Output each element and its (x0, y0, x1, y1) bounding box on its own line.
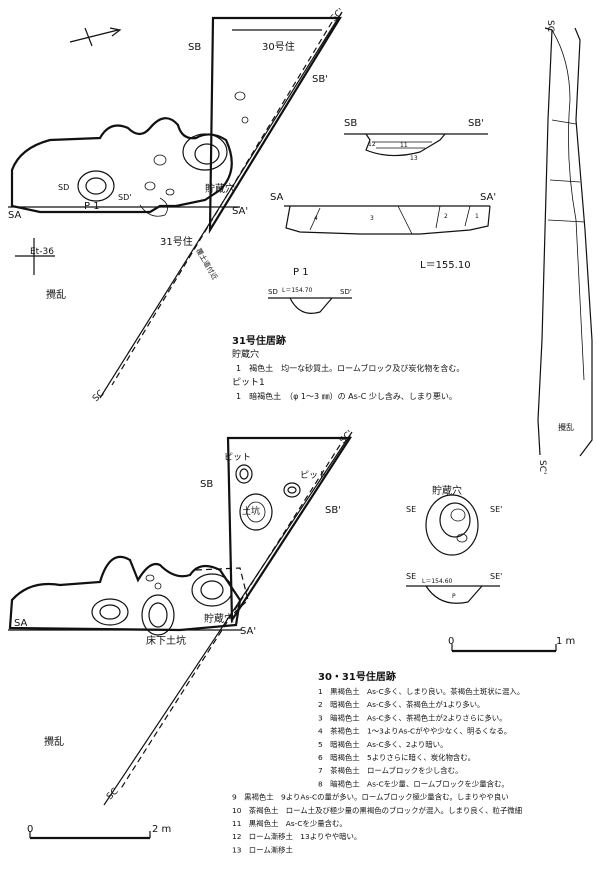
bottom-plan: SC' SC SB SB' ピット ピット 土坑 貯蔵穴 SA SA' 床下土坑… (8, 429, 355, 806)
legend-31: 31号住居跡 貯蔵穴 1 褐色土 均一な砂質土。ロームブロック及び炭化物を含む。… (232, 334, 464, 401)
bottom-label-storage: 貯蔵穴 (204, 612, 234, 625)
storage-detail-se-prime: SE' (490, 505, 502, 514)
legend-30-31-title: 30・31号住居跡 (318, 670, 396, 683)
label-p1: P 1 (84, 201, 100, 212)
legend-30-31-line: 8 暗褐色土 As-Cを少量、ロームブロックを少量含む。 (318, 779, 509, 788)
legend-30-31-line: 10 茶褐色土 ローム土及び極少量の黒褐色のブロックが混入。しまり良く、粒子微細 (232, 806, 522, 815)
svg-text:12: 12 (368, 141, 376, 148)
label-ditch: 覆土道付近 (194, 247, 219, 282)
storage-detail-se-2: SE (406, 572, 416, 581)
scale-2m-zero: 0 (27, 824, 33, 835)
north-arrow (69, 27, 122, 47)
legend-30-31-line: 13 ローム漸移土 (232, 845, 293, 854)
legend-30-31-line: 1 黒褐色土 As-C多く、しまり良い。茶褐色土斑状に混入。 (318, 687, 524, 696)
label-sb-prime: SB' (312, 74, 328, 85)
section-level: L＝155.10 (420, 260, 471, 271)
bottom-label-pit-1: ピット (224, 452, 251, 463)
legend-31-pit-head: ピット1 (232, 377, 265, 388)
label-sa-prime: SA' (232, 206, 248, 217)
section-label-sb: SB (344, 118, 357, 129)
label-sd-prime: SD' (118, 193, 131, 202)
legend-30-31-line: 2 暗褐色土 As-C多く、茶褐色土が1より多い。 (318, 700, 484, 709)
svg-text:13: 13 (410, 155, 418, 162)
svg-text:2: 2 (444, 213, 448, 220)
legend-30-31-line: 7 茶褐色土 ロームブロックを少し含む。 (318, 766, 462, 775)
bottom-label-sc-prime: SC' (338, 429, 355, 446)
label-house-30: 30号住 (262, 40, 295, 53)
dwelling-31-outline (10, 117, 233, 214)
svg-text:3: 3 (370, 215, 374, 222)
bottom-label-sa-prime: SA' (240, 626, 256, 637)
scale-1m-zero: 0 (448, 636, 454, 647)
legend-30-31-line: 5 暗褐色土 As-C多く、2より暗い。 (318, 740, 447, 749)
bottom-dwelling-wedge (226, 436, 353, 624)
label-sc-prime: SC' (329, 7, 346, 24)
scale-1m-end: 1 m (556, 636, 575, 647)
label-sa: SA (8, 210, 22, 221)
storage-detail-se: SE (406, 505, 416, 514)
label-grid: Et-36 (30, 247, 54, 257)
p1-label-sd-prime: SD' (340, 288, 352, 296)
scale-bar-2m: 0 2 m (27, 824, 171, 840)
bottom-label-pit-2: ピット (300, 470, 327, 481)
legend-30-31-line: 9 黒褐色土 9よりAs-Cの量が多い。ロームブロック極少量含む。しまりやや良い (232, 793, 509, 802)
legend-30-31-line: 12 ローム漸移土 13よりやや暗い。 (232, 832, 361, 841)
scale-bar-1m: 0 1 m (448, 636, 575, 653)
p1-title: P 1 (293, 267, 309, 278)
bottom-label-sb-prime: SB' (325, 505, 341, 516)
section-label-sa: SA (270, 192, 284, 203)
legend-31-pit-line: 1 暗褐色土 （φ 1～3 ㎜）の As-C 少し含み、しまり悪い。 (236, 391, 457, 401)
label-storage-pit: 貯蔵穴 (205, 182, 235, 195)
bottom-label-disturb: 攪乱 (44, 735, 64, 748)
label-sd: SD (58, 183, 69, 192)
legend-31-title: 31号住居跡 (232, 334, 286, 347)
p1-label-sd: SD (268, 288, 278, 296)
label-house-31: 31号住 (160, 235, 193, 248)
svg-text:4: 4 (314, 215, 318, 222)
storage-detail-level: L＝154.60 (422, 578, 453, 585)
right-label-sc-prime: SC' (537, 460, 547, 474)
svg-text:11: 11 (400, 142, 408, 149)
dwelling-30-outline (208, 16, 342, 234)
label-sb: SB (188, 42, 201, 53)
storage-detail-se-prime-2: SE' (490, 572, 502, 581)
storage-detail-title: 貯蔵穴 (432, 484, 462, 497)
bottom-label-dokou: 土坑 (242, 505, 260, 517)
label-disturb-top: 攪乱 (46, 288, 66, 301)
svg-text:1: 1 (475, 213, 479, 220)
legend-30-31: 30・31号住居跡 1 黒褐色土 As-C多く、しまり良い。茶褐色土斑状に混入。… (232, 670, 524, 854)
section-label-sa-prime: SA' (480, 192, 496, 203)
legend-30-31-line: 6 暗褐色土 5よりさらに暗く、炭化物含む。 (318, 753, 475, 762)
label-disturb-right: 攪乱 (558, 422, 574, 432)
legend-30-31-line: 11 黒褐色土 As-Cを少量含む。 (232, 819, 347, 828)
bottom-label-yukashita: 床下土坑 (146, 634, 186, 647)
p1-level: L＝154.70 (282, 287, 313, 294)
storage-detail-p: P (452, 593, 456, 600)
section-label-sb-prime: SB' (468, 118, 484, 129)
bottom-label-sa: SA (14, 618, 28, 629)
section-drawings: SB SB' 12 11 13 SA SA' 4 3 2 1 L＝155.10 … (268, 118, 496, 314)
legend-30-31-line: 3 暗褐色土 As-C多く、茶褐色土が2よりさらに多い。 (318, 713, 507, 722)
legend-30-31-line: 4 茶褐色土 1～3よりAs-Cがやや少なく、明るくなる。 (318, 727, 511, 736)
right-long-section: SC SC' 攪乱 (537, 20, 593, 474)
legend-31-storage-line: 1 褐色土 均一な砂質土。ロームブロック及び炭化物を含む。 (236, 363, 464, 373)
legend-31-storage-head: 貯蔵穴 (232, 348, 259, 360)
right-label-sc: SC (545, 20, 555, 32)
bottom-label-sb: SB (200, 479, 213, 490)
storage-pit-detail: 貯蔵穴 SE SE' SE SE' L＝154.60 P (406, 484, 502, 604)
scale-2m-end: 2 m (152, 824, 171, 835)
